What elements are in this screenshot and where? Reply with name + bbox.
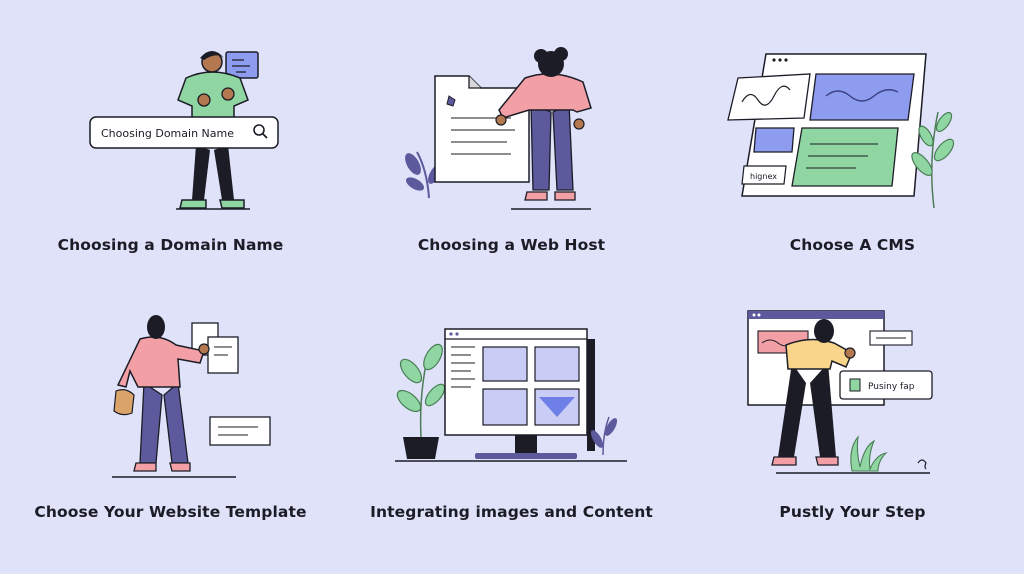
- search-bar-text: Choosing Domain Name: [101, 127, 234, 140]
- step-images-content: Integrating images and Content: [341, 287, 682, 574]
- plant-icon: [590, 416, 618, 456]
- cms-illustration: hignex: [727, 53, 955, 209]
- final-step-illustration: Pusiny fap: [747, 310, 933, 474]
- search-icon[interactable]: [253, 124, 268, 139]
- domain-name-illustration: Choosing Domain Name: [89, 51, 279, 210]
- step-caption: Integrating images and Content: [370, 503, 653, 521]
- search-bar[interactable]: [89, 116, 279, 149]
- step-final: Pusiny fap Pustly Your Step: [682, 287, 1023, 574]
- step-caption: Pustly Your Step: [779, 503, 926, 521]
- card-text: Pusiny fap: [868, 382, 915, 392]
- web-host-illustration: [405, 47, 592, 210]
- step-web-host: Choosing a Web Host: [341, 0, 682, 287]
- step-caption: Choose Your Website Template: [34, 503, 307, 521]
- step-caption: Choosing a Web Host: [417, 236, 606, 254]
- step-caption: Choose A CMS: [789, 236, 916, 254]
- step-website-template: Choose Your Website Template: [0, 287, 341, 574]
- bug-icon: [446, 95, 456, 107]
- step-caption: Choosing a Domain Name: [57, 236, 284, 254]
- template-illustration: [112, 315, 271, 478]
- grass-icon: [850, 435, 888, 472]
- step-domain-name: Choosing Domain Name Choosing a Domain N…: [0, 0, 341, 287]
- potted-plant-icon: [396, 343, 446, 459]
- step-cms: hignex Choose A CMS: [682, 0, 1023, 287]
- images-content-illustration: [395, 328, 627, 462]
- cms-tag-text: hignex: [750, 172, 777, 181]
- leaf-icon: [911, 111, 955, 209]
